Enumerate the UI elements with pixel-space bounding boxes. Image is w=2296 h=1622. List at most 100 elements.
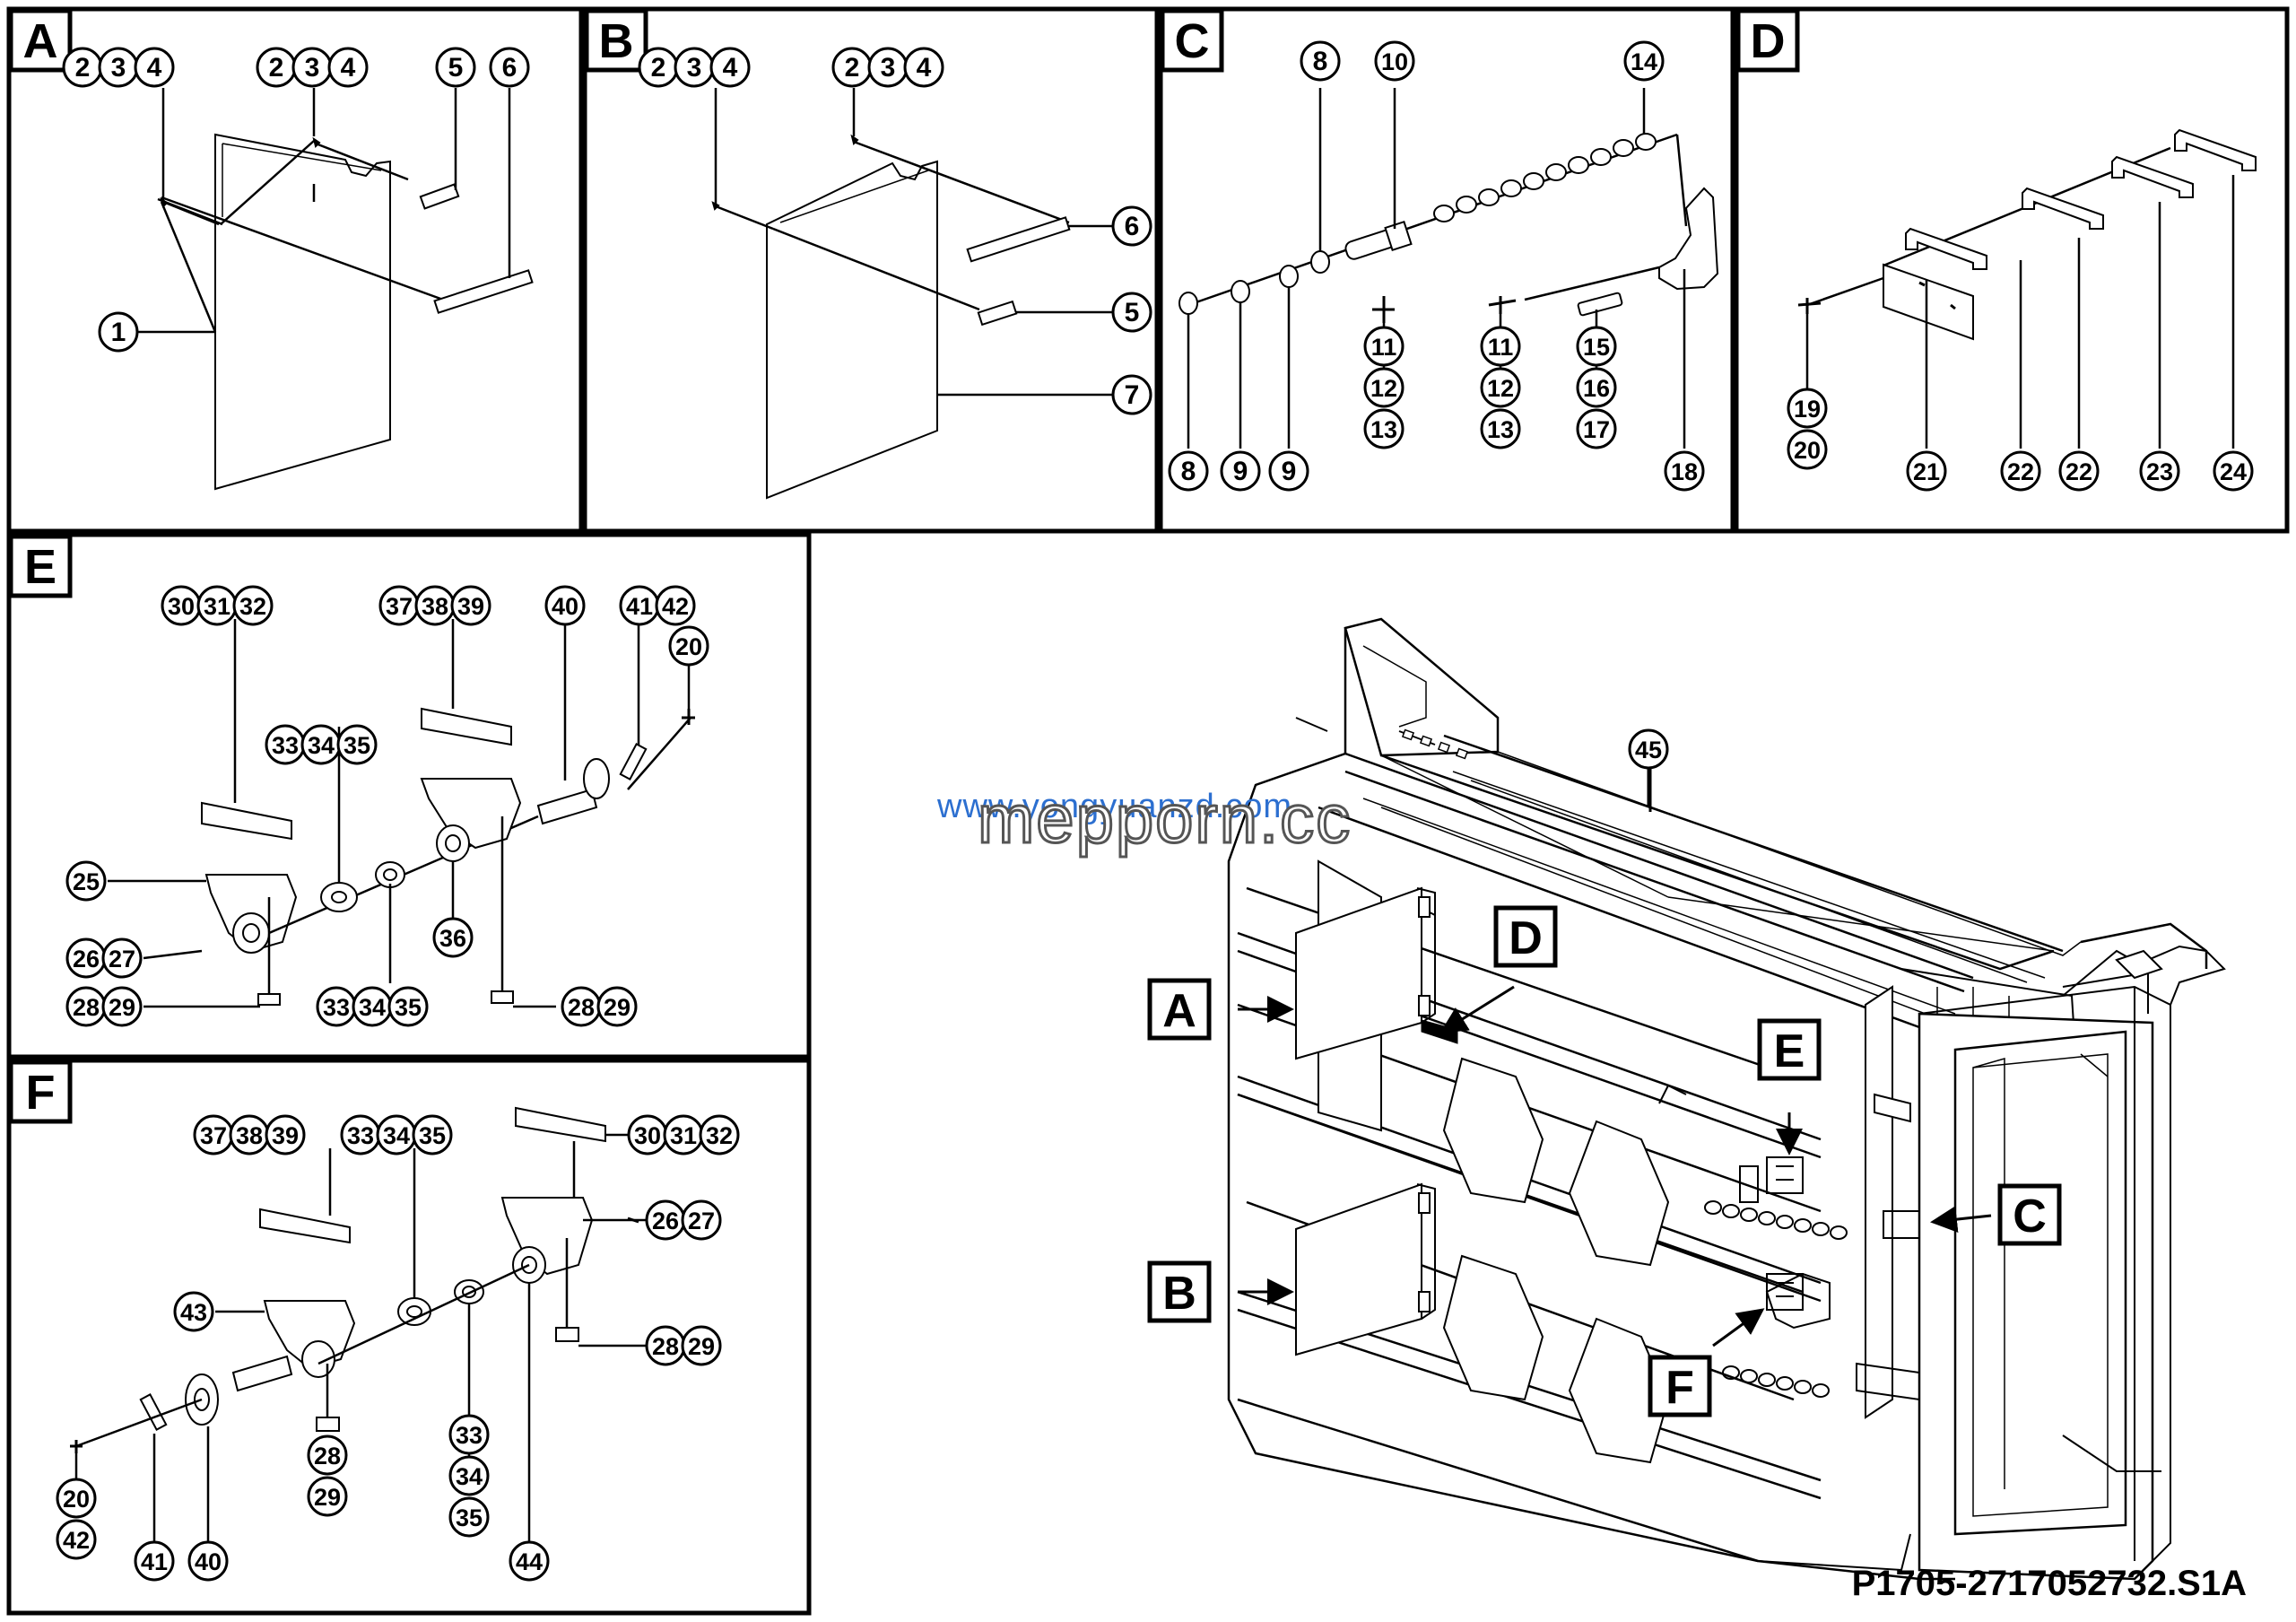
- callout-c-top14: 14: [1623, 40, 1665, 82]
- callout-f-l43: 43: [173, 1291, 214, 1332]
- callout-number: 41: [626, 593, 653, 620]
- callout-number: 31: [670, 1122, 697, 1149]
- main-assembly-view: [1227, 617, 2226, 1581]
- chain-main: [1704, 1200, 1848, 1398]
- callout-number: 20: [675, 633, 702, 660]
- callout-number: 5: [448, 53, 464, 83]
- callout-number: 25: [73, 868, 100, 895]
- callout-number: 9: [1233, 457, 1248, 486]
- callout-number: 29: [314, 1484, 341, 1511]
- panel-label-a: A: [8, 8, 73, 73]
- panel-label-b: B: [584, 8, 648, 73]
- callout-number: 2: [75, 53, 91, 83]
- callout-b-c5: 7: [1111, 374, 1152, 415]
- callout-number: 12: [1370, 375, 1397, 402]
- mud-flap-b: [766, 160, 938, 500]
- callout-b-c4: 5: [1111, 292, 1152, 333]
- callout-number: 3: [111, 53, 126, 83]
- callout-number: 13: [1487, 416, 1514, 443]
- svg-text:E: E: [1774, 1025, 1805, 1077]
- callout-c-b18: 18: [1664, 450, 1705, 492]
- callout-number: 26: [73, 946, 100, 972]
- callout-f-r28: 28 29: [645, 1325, 722, 1366]
- main-label-b: B: [1147, 1260, 1212, 1323]
- callout-number: 31: [204, 593, 230, 620]
- callout-number: 2: [269, 53, 284, 83]
- callout-number: 29: [688, 1333, 715, 1360]
- callout-number: 8: [1181, 457, 1196, 486]
- callout-number: 37: [200, 1122, 227, 1149]
- panel-c-drawing: [1178, 88, 1719, 449]
- callout-c-top8: 8: [1300, 40, 1341, 82]
- svg-text:F: F: [1665, 1362, 1694, 1414]
- main-label-e: E: [1757, 1018, 1822, 1081]
- main-label-a: A: [1147, 978, 1212, 1041]
- callout-f-c40: 40: [187, 1540, 229, 1582]
- svg-text:C: C: [1175, 14, 1210, 68]
- callout-number: 29: [604, 994, 631, 1021]
- callout-number: 27: [688, 1208, 715, 1234]
- svg-text:D: D: [1751, 14, 1786, 68]
- callout-c-b9a: 9: [1220, 450, 1261, 492]
- callout-number: 12: [1487, 375, 1514, 402]
- callout-number: 18: [1671, 458, 1698, 485]
- callout-number: 15: [1583, 334, 1610, 361]
- callout-e-t20: 20: [668, 625, 709, 667]
- panel-label-c: C: [1160, 8, 1224, 73]
- callout-number: 40: [195, 1548, 222, 1575]
- main-label-c: C: [1997, 1183, 2062, 1246]
- panel-frames: [6, 6, 2290, 1616]
- callout-number: 37: [386, 593, 413, 620]
- callout-c-b8: 8: [1168, 450, 1209, 492]
- svg-text:C: C: [2013, 1190, 2047, 1243]
- callout-number: 33: [456, 1422, 483, 1449]
- callout-number: 26: [652, 1208, 679, 1234]
- callout-a-c5: 1: [98, 311, 139, 353]
- callout-d-b21: 21: [1906, 450, 1947, 492]
- callout-b-c3: 6: [1111, 205, 1152, 247]
- callout-number: 35: [419, 1122, 446, 1149]
- callout-number: 22: [2007, 458, 2034, 485]
- callout-number: 34: [359, 994, 386, 1021]
- callout-number: 5: [1125, 298, 1140, 327]
- callout-d-b22b: 22: [2058, 450, 2100, 492]
- panel-label-d: D: [1735, 8, 1800, 73]
- callout-number: 41: [141, 1548, 168, 1575]
- callout-number: 17: [1583, 416, 1610, 443]
- callout-number: 28: [652, 1333, 679, 1360]
- callout-number: 30: [634, 1122, 661, 1149]
- chain-c: [1433, 133, 1657, 222]
- callout-number: 35: [456, 1504, 483, 1531]
- callout-number: 42: [63, 1527, 90, 1554]
- callout-number: 43: [180, 1299, 207, 1326]
- callout-number: 20: [63, 1486, 90, 1513]
- callout-number: 2: [651, 53, 666, 83]
- callout-f-c44: 44: [509, 1540, 550, 1582]
- callout-number: 4: [723, 53, 738, 83]
- drawing-code: P1705-2717052732.S1A: [1851, 1564, 2247, 1603]
- panel-b-drawing: [711, 88, 1132, 500]
- callout-e-b36: 36: [432, 917, 474, 958]
- panel-a-drawing: [136, 88, 534, 491]
- main-label-f: F: [1648, 1355, 1712, 1417]
- callout-number: 28: [73, 994, 100, 1021]
- callout-d-b23: 23: [2139, 450, 2180, 492]
- callout-number: 38: [422, 593, 448, 620]
- callout-number: 7: [1125, 380, 1140, 410]
- callout-number: 32: [239, 593, 266, 620]
- callout-number: 24: [2220, 458, 2247, 485]
- panel-letters: A B C D E F: [8, 8, 1800, 1124]
- callout-c-b9b: 9: [1268, 450, 1309, 492]
